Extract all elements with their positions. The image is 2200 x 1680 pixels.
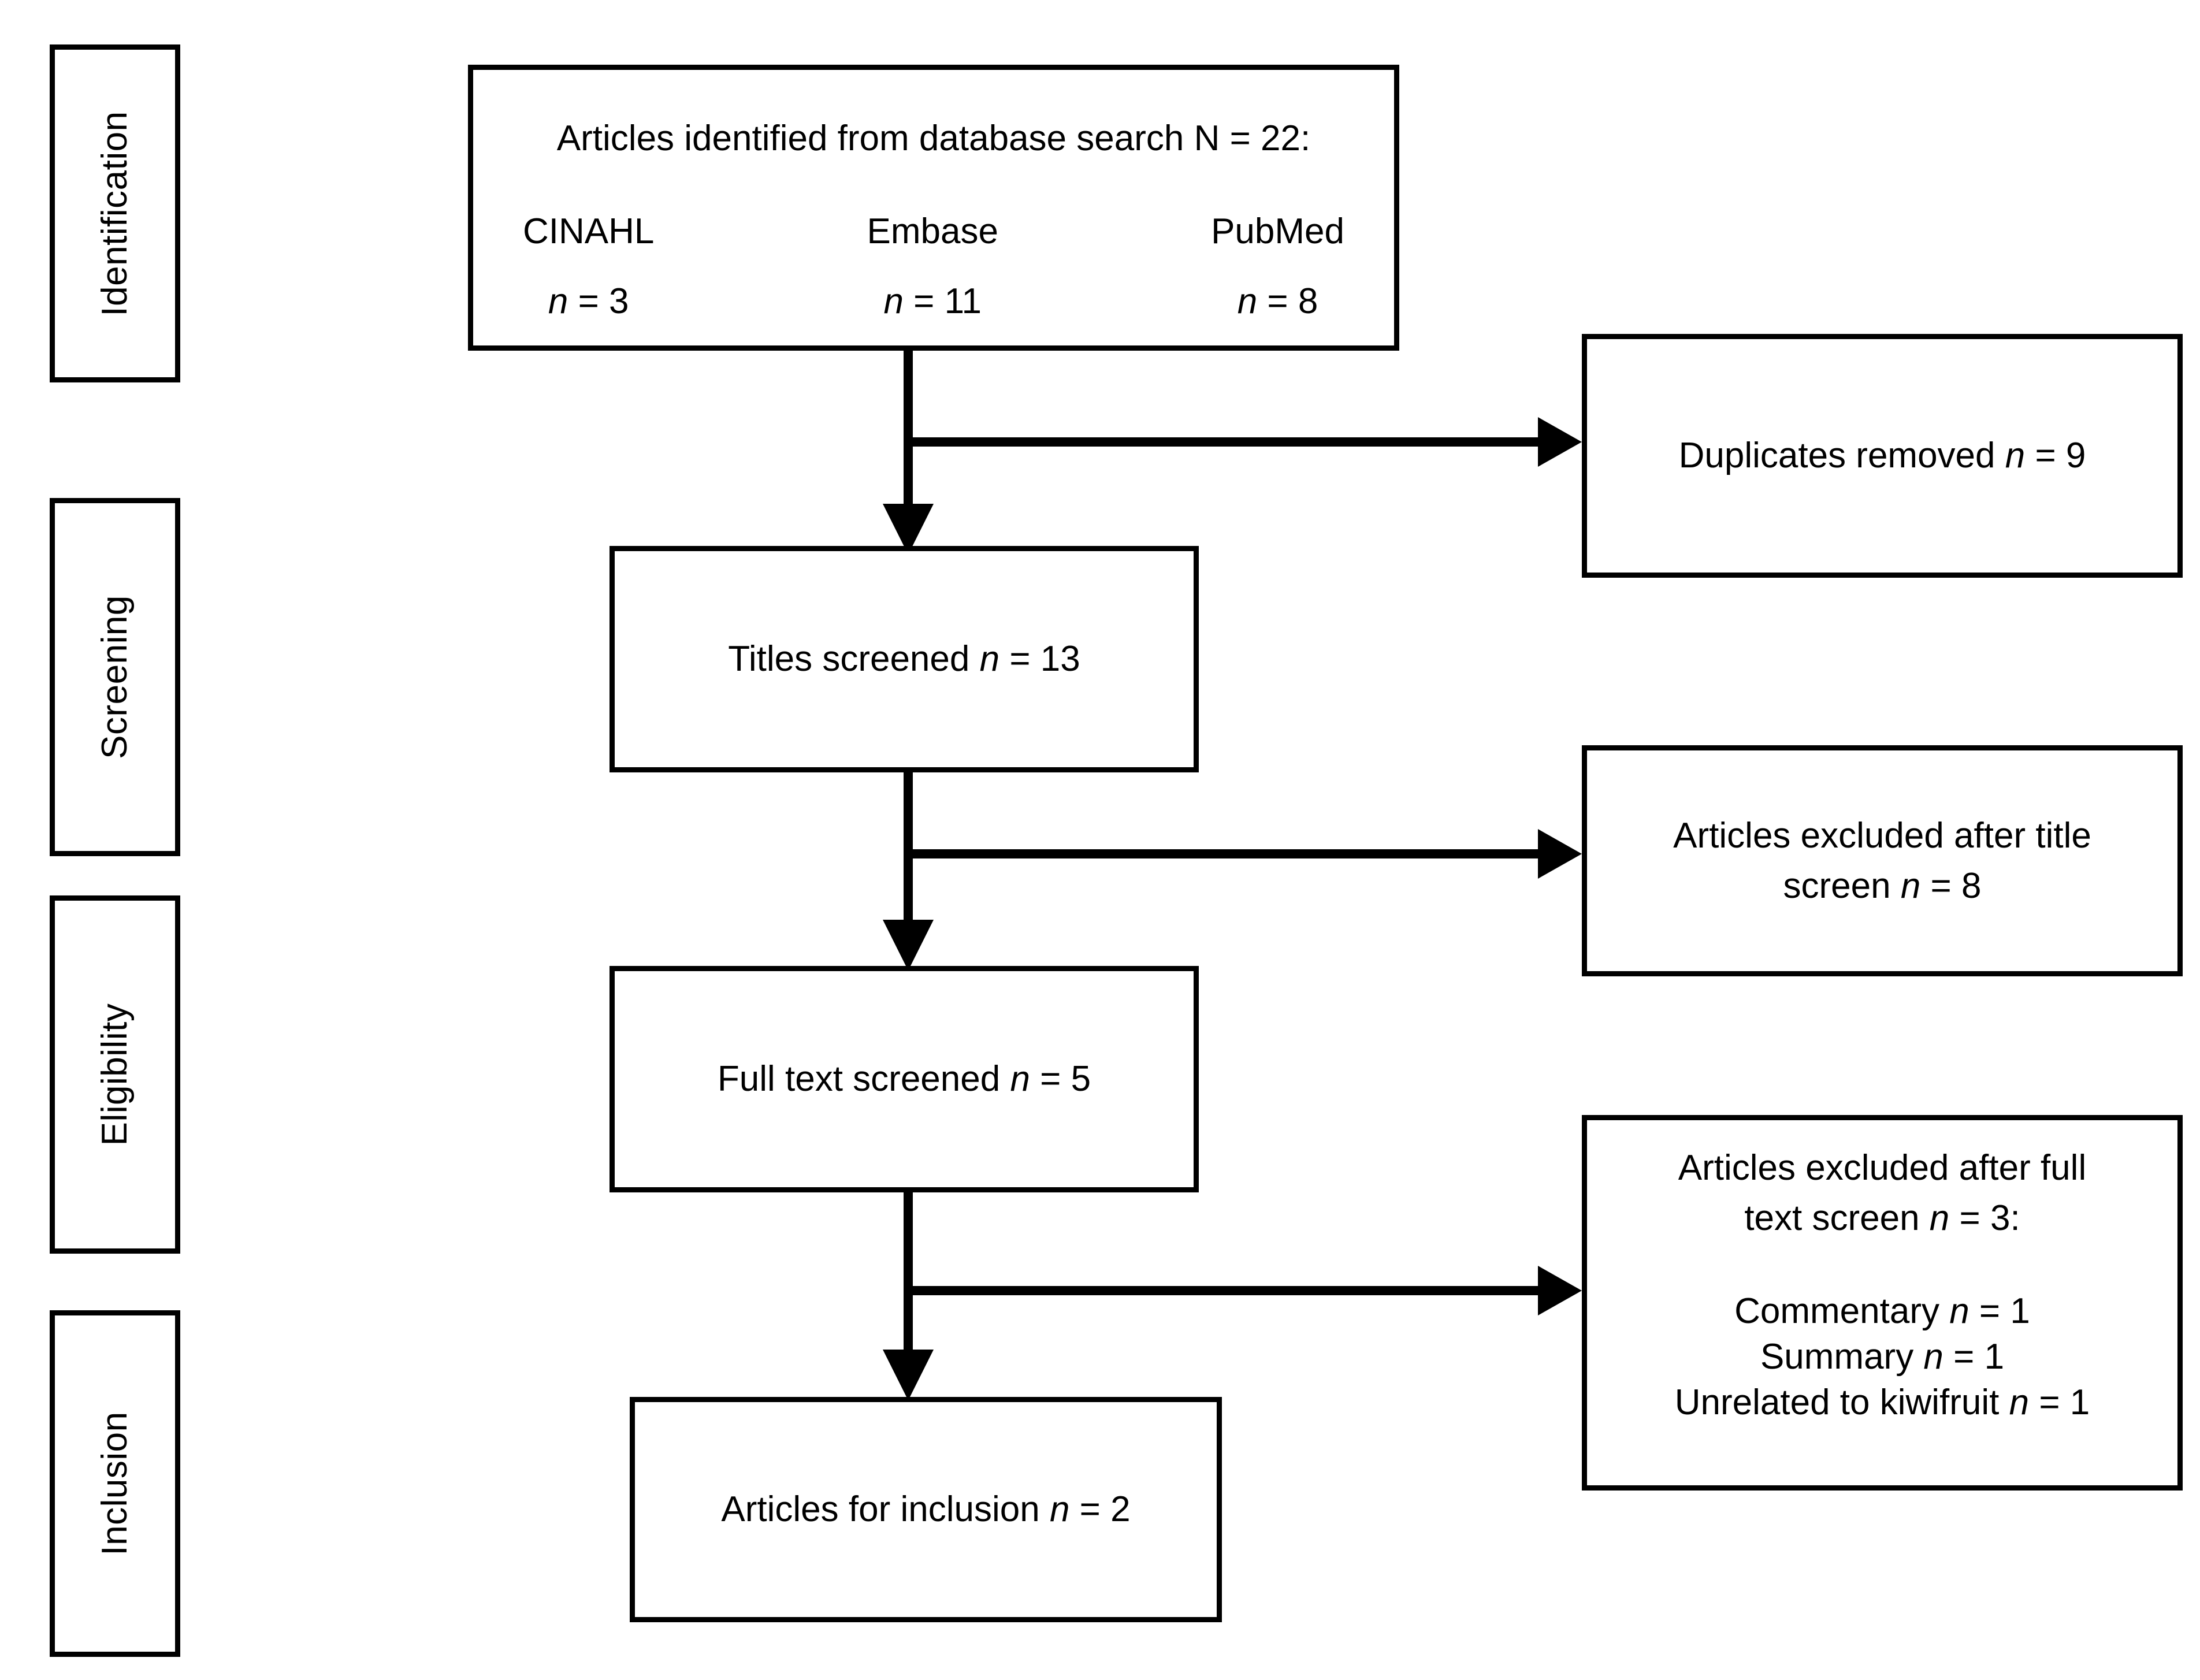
excluded-fulltext-line2: text screen n = 3:	[1744, 1198, 2020, 1239]
stage-label-identification: Identification	[95, 110, 135, 317]
database-breakdown-row: CINAHL n = 3 Embase n = 11 PubMed n = 8	[473, 213, 1394, 320]
arrowhead-to-articles-included	[883, 1350, 934, 1400]
box-excluded-after-full-text-screen: Articles excluded after full text screen…	[1582, 1115, 2183, 1491]
titles-screened-text: Titles screened n = 13	[728, 639, 1080, 679]
box-full-text-screened: Full text screened n = 5	[610, 966, 1199, 1192]
excluded-title-line1: Articles excluded after title	[1673, 815, 2091, 856]
database-name-cinahl: CINAHL	[523, 211, 655, 252]
box-duplicates-removed: Duplicates removed n = 9	[1582, 334, 2183, 578]
stage-box-screening: Screening	[50, 498, 180, 856]
database-column-pubmed: PubMed n = 8	[1211, 213, 1344, 320]
database-count-pubmed: n = 8	[1237, 281, 1318, 322]
box-articles-identified: Articles identified from database search…	[468, 65, 1399, 351]
duplicates-removed-text: Duplicates removed n = 9	[1678, 436, 2086, 476]
articles-identified-heading: Articles identified from database search…	[556, 118, 1311, 158]
stage-box-eligibility: Eligibility	[50, 895, 180, 1254]
arrowhead-to-excluded-fulltext	[1538, 1266, 1582, 1315]
excluded-reason-summary: Summary n = 1	[1760, 1337, 2005, 1377]
excluded-reason-unrelated: Unrelated to kiwifruit n = 1	[1674, 1382, 2090, 1423]
database-name-embase: Embase	[867, 211, 998, 252]
full-text-screened-text: Full text screened n = 5	[717, 1059, 1091, 1099]
articles-for-inclusion-text: Articles for inclusion n = 2	[721, 1489, 1131, 1530]
stage-label-screening: Screening	[95, 595, 135, 759]
box-excluded-after-title-screen: Articles excluded after title screen n =…	[1582, 745, 2183, 976]
arrowhead-to-duplicates	[1538, 417, 1582, 467]
stage-box-identification: Identification	[50, 44, 180, 382]
stage-label-inclusion: Inclusion	[95, 1411, 135, 1556]
database-count-cinahl: n = 3	[548, 281, 629, 322]
stage-label-eligibility: Eligibility	[95, 1003, 135, 1146]
database-count-embase: n = 11	[883, 281, 982, 322]
box-articles-for-inclusion: Articles for inclusion n = 2	[630, 1397, 1222, 1622]
excluded-reason-commentary: Commentary n = 1	[1734, 1291, 2030, 1332]
box-titles-screened: Titles screened n = 13	[610, 546, 1199, 772]
database-name-pubmed: PubMed	[1211, 211, 1344, 252]
arrowhead-to-excluded-title	[1538, 829, 1582, 879]
stage-box-inclusion: Inclusion	[50, 1310, 180, 1657]
database-column-embase: Embase n = 11	[867, 213, 998, 320]
database-column-cinahl: CINAHL n = 3	[523, 213, 654, 320]
excluded-fulltext-line1: Articles excluded after full	[1678, 1148, 2087, 1188]
excluded-title-line2: screen n = 8	[1783, 866, 1982, 906]
arrowhead-to-full-text-screened	[883, 920, 934, 971]
